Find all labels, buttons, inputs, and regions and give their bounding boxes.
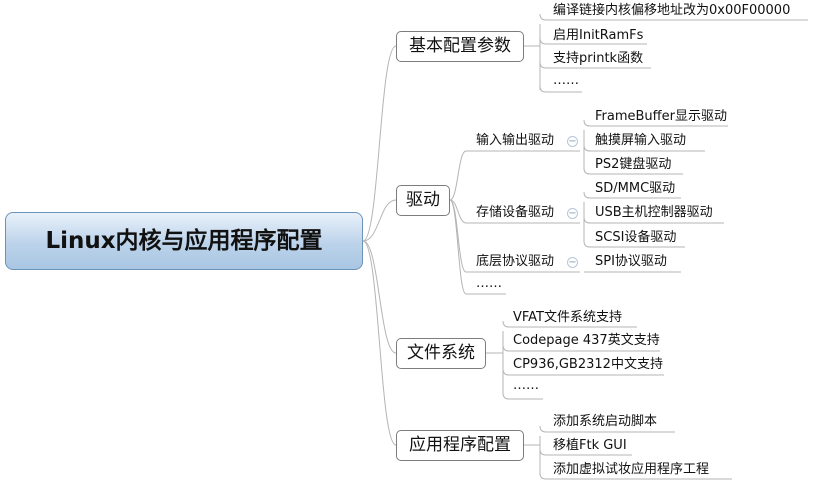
leaf-codepage437[interactable]: Codepage 437英文支持 [513, 333, 660, 348]
link-drivers-io [449, 150, 467, 201]
link-io-trunk-end-1 [583, 144, 591, 152]
root-node[interactable]: Linux内核与应用程序配置 [5, 212, 363, 270]
link-root-app [362, 240, 397, 446]
link-storage-trunk-end-2 [583, 240, 591, 248]
link-storage-trunk-end-0 [583, 191, 591, 199]
link-fs-trunk-end-1 [502, 344, 510, 352]
leaf-initramfs[interactable]: 启用InitRamFs [553, 28, 644, 43]
leaf-usb-host[interactable]: USB主机控制器驱动 [595, 205, 713, 220]
leaf-ps2-keyboard[interactable]: PS2键盘驱动 [595, 157, 672, 172]
collapse-io-drivers-icon[interactable]: − [567, 136, 578, 147]
link-root-fs [362, 240, 397, 354]
leaf-vfat[interactable]: VFAT文件系统支持 [513, 310, 623, 325]
sub-protocol-drivers[interactable]: 底层协议驱动 [476, 254, 555, 269]
link-io-trunk-end-0 [583, 119, 591, 127]
link-basic-trunk-end-3 [539, 85, 547, 93]
link-root-drivers [362, 199, 397, 242]
leaf-touchscreen[interactable]: 触摸屏输入驱动 [595, 133, 687, 148]
link-basic-trunk-end-1 [539, 37, 547, 45]
leaf-ellipsis-basic: …… [553, 73, 579, 88]
branch-app-config[interactable]: 应用程序配置 [396, 430, 524, 461]
link-app-trunk-end-2 [539, 472, 547, 480]
sub-ellipsis-drivers: …… [476, 276, 502, 291]
collapse-storage-drivers-icon[interactable]: − [567, 208, 578, 219]
leaf-sd-mmc[interactable]: SD/MMC驱动 [595, 181, 676, 196]
link-basic-trunk-end-2 [539, 61, 547, 69]
leaf-framebuffer[interactable]: FrameBuffer显示驱动 [595, 109, 727, 124]
leaf-ftk-gui[interactable]: 移植Ftk GUI [553, 438, 627, 453]
leaf-kernel-offset[interactable]: 编译链接内核偏移地址改为0x00F00000 [553, 3, 791, 18]
leaf-printk[interactable]: 支持printk函数 [553, 51, 644, 66]
link-storage-trunk-end-1 [583, 216, 591, 224]
link-fs-trunk-end-2 [502, 368, 510, 376]
link-root-basic [362, 45, 397, 242]
leaf-scsi[interactable]: SCSI设备驱动 [595, 230, 677, 245]
link-drivers-ellipsis [449, 199, 467, 295]
branch-filesystem[interactable]: 文件系统 [396, 338, 486, 369]
branch-drivers[interactable]: 驱动 [396, 185, 450, 216]
link-basic-trunk-end-0 [539, 13, 547, 21]
link-fs-trunk-end-0 [502, 320, 510, 328]
link-io-trunk-end-2 [583, 167, 591, 175]
collapse-protocol-drivers-icon[interactable]: − [567, 257, 578, 268]
link-fs-trunk-end-3 [502, 392, 510, 400]
link-app-trunk-end-0 [539, 425, 547, 433]
leaf-cp936[interactable]: CP936,GB2312中文支持 [513, 357, 663, 372]
sub-storage-drivers[interactable]: 存储设备驱动 [476, 205, 555, 220]
leaf-virtual-makeup[interactable]: 添加虚拟试妆应用程序工程 [553, 462, 710, 477]
branch-basic-config[interactable]: 基本配置参数 [396, 31, 524, 62]
leaf-startup-script[interactable]: 添加系统启动脚本 [553, 414, 658, 429]
leaf-spi[interactable]: SPI协议驱动 [595, 254, 667, 269]
link-app-trunk-end-1 [539, 448, 547, 456]
sub-io-drivers[interactable]: 输入输出驱动 [476, 133, 555, 148]
leaf-ellipsis-fs: …… [513, 378, 539, 393]
